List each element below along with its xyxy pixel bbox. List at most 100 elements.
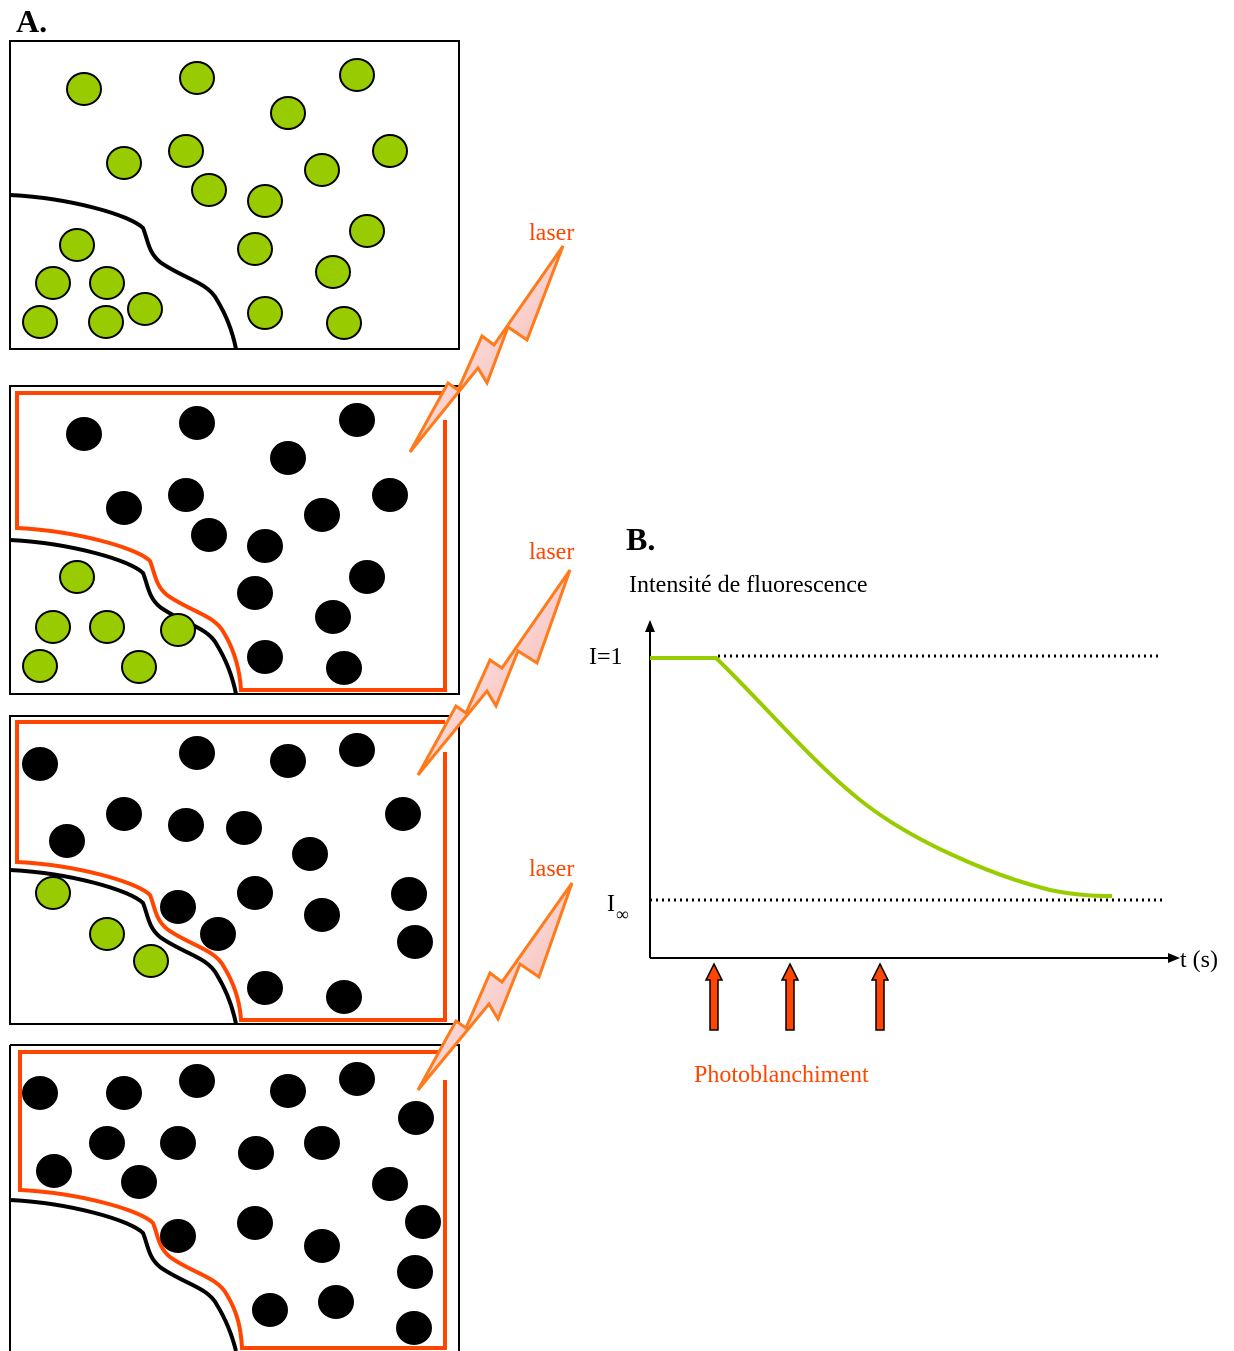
photobleaching-label: Photoblanchiment [694,1062,869,1088]
bleached-molecule [160,1219,196,1253]
fluorescent-molecule [168,134,204,168]
bleached-molecule [247,971,283,1005]
fluorescent-molecule [127,292,163,326]
initial-level-label: I=1 [589,644,623,670]
fluorescent-molecule [22,305,58,339]
panel-a-letter: A. [16,3,47,39]
bleach-region-outline [18,1050,447,1350]
fluorescent-molecule [349,214,385,248]
laser-bolt-3 [416,882,574,1091]
bleached-molecule [339,403,375,437]
bleached-molecule [326,651,362,685]
bleached-molecule [22,1076,58,1110]
laser-label-3: laser [529,856,574,882]
fluorescent-molecule [121,650,157,684]
bleached-molecule [168,478,204,512]
laser-bolt-1 [408,245,565,453]
bleached-molecule [315,600,351,634]
bleached-molecule [391,877,427,911]
frame-1-prebleach [9,40,460,350]
bleached-molecule [304,498,340,532]
panel-b-letter: B. [626,521,655,557]
bleached-molecule [179,1064,215,1098]
laser-label-2: laser [529,539,574,565]
bleached-molecule [200,917,236,951]
bleached-molecule [36,1154,72,1188]
bleached-molecule [304,898,340,932]
final-level-label: I [607,891,615,917]
fluorescent-molecule [304,153,340,187]
fluorescent-molecule [237,232,273,266]
bleached-molecule [237,576,273,610]
final-level-subscript: ∞ [616,904,629,924]
nucleus-boundary [9,868,238,1025]
bleached-molecule [179,406,215,440]
fluorescent-molecule [315,255,351,289]
bleached-molecule [49,824,85,858]
laser-label-1: laser [529,220,574,246]
bleached-molecule [304,1126,340,1160]
fluorescent-molecule [326,306,362,340]
fluorescent-molecule [89,917,125,951]
fluorescent-molecule [191,173,227,207]
bleached-molecule [397,1255,433,1289]
bleached-molecule [106,1076,142,1110]
bleached-molecule [349,560,385,594]
fluorescent-molecule [179,61,215,95]
bleached-molecule [292,837,328,871]
bleached-molecule [160,1126,196,1160]
fluorescent-molecule [89,610,125,644]
bleached-molecule [270,1074,306,1108]
bleached-molecule [372,1167,408,1201]
bleached-molecule [318,1285,354,1319]
bleached-molecule [168,808,204,842]
bleached-molecule [397,925,433,959]
bleached-molecule [106,797,142,831]
bleached-molecule [22,747,58,781]
fluorescent-molecule [106,146,142,180]
bleached-molecule [270,744,306,778]
fluorescent-molecule [88,305,124,339]
bleached-molecule [160,890,196,924]
fluorescent-molecule [247,296,283,330]
fluorescent-molecule [66,72,102,106]
fluorescent-molecule [247,184,283,218]
bleach-event-arrows [704,962,890,1031]
nucleus-boundary [9,538,238,695]
fluorescent-molecule [22,649,58,683]
bleached-molecule [385,797,421,831]
bleached-molecule [226,811,262,845]
fluorescent-molecule [35,610,71,644]
bleached-molecule [396,1311,432,1345]
bleached-molecule [405,1205,441,1239]
frame-4-bleach-3 [9,1044,460,1351]
bleached-molecule [66,417,102,451]
bleached-molecule [179,736,215,770]
bleached-molecule [247,640,283,674]
bleach-arrow [780,962,800,1031]
bleached-molecule [270,441,306,475]
bleached-molecule [252,1293,288,1327]
frame-3-bleach-2 [9,715,460,1025]
bleached-molecule [89,1126,125,1160]
bleach-region-outline [15,391,447,692]
chart-axes [645,620,1180,963]
fluorescent-molecule [89,266,125,300]
fluorescent-molecule [372,134,408,168]
fluorescent-molecule [59,560,95,594]
y-axis-label: Intensité de fluorescence [629,572,868,598]
nucleus-boundary [9,1198,238,1351]
laser-bolt-2 [416,569,572,776]
fluorescent-molecule [160,613,196,647]
bleached-molecule [304,1229,340,1263]
bleached-molecule [237,876,273,910]
bleached-molecule [191,518,227,552]
bleached-molecule [237,1206,273,1240]
x-axis-label: t (s) [1180,947,1218,973]
fluorescence-decay-curve [650,656,1113,898]
bleach-arrow [704,962,724,1031]
bleached-molecule [238,1136,274,1170]
fluorescent-molecule [133,944,169,978]
fluorescent-molecule [270,96,306,130]
